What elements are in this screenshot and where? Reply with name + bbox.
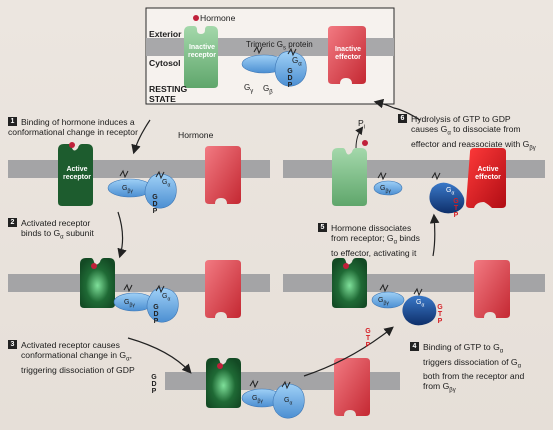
resting-label-1: RESTING xyxy=(149,84,188,94)
gamma-label-top: Gγ xyxy=(244,83,254,95)
gbg-label-2: Gβγ xyxy=(124,299,135,309)
galpha-label-1: Gα xyxy=(162,179,171,189)
galpha-label-3: Gα xyxy=(284,397,293,407)
cytosol-label: Cytosol xyxy=(149,58,181,68)
galpha-5 xyxy=(429,182,465,214)
active-receptor-2 xyxy=(80,258,115,308)
galpha-3 xyxy=(272,383,305,419)
step-1-hormone: Hormone xyxy=(178,130,214,140)
inactive-receptor-5 xyxy=(332,148,367,206)
gbg-label-3: Gβγ xyxy=(252,395,263,405)
effector-3 xyxy=(334,358,370,416)
effector-4 xyxy=(474,260,510,318)
membrane-row2-left xyxy=(8,274,270,292)
galpha-label-2: Gα xyxy=(162,293,171,303)
pi-label: Pi xyxy=(358,118,366,131)
galpha-1 xyxy=(144,173,177,209)
galpha-4 xyxy=(402,295,437,326)
gbg-label-1: Gβγ xyxy=(122,185,133,195)
inactive-effector-top xyxy=(328,26,366,84)
trimeric-label: Trimeric Gs protein xyxy=(246,40,313,52)
top-hormone-label: Hormone xyxy=(200,13,236,23)
active-receptor-1 xyxy=(58,144,93,206)
effector-1 xyxy=(205,146,241,204)
gbg-label-5: Gβγ xyxy=(380,185,391,195)
gbg-label-4: Gβγ xyxy=(378,297,389,307)
hormone-dot-top xyxy=(193,15,199,21)
gbg-5 xyxy=(373,180,403,196)
alpha-label-top: Gα xyxy=(292,56,302,68)
active-receptor-3 xyxy=(206,358,241,408)
beta-label-top: Gβ xyxy=(263,84,273,96)
galpha-2 xyxy=(146,287,179,323)
gbg-4 xyxy=(371,291,405,309)
galpha-top xyxy=(274,51,307,87)
active-effector-5 xyxy=(466,148,506,208)
active-receptor-4 xyxy=(332,258,367,308)
effector-2 xyxy=(205,260,241,318)
inactive-receptor-top xyxy=(184,26,218,88)
exterior-label: Exterior xyxy=(149,29,182,39)
galpha-label-5: Gα xyxy=(446,187,455,197)
resting-label-2: STATE xyxy=(149,94,176,104)
galpha-label-4: Gα xyxy=(416,299,425,309)
